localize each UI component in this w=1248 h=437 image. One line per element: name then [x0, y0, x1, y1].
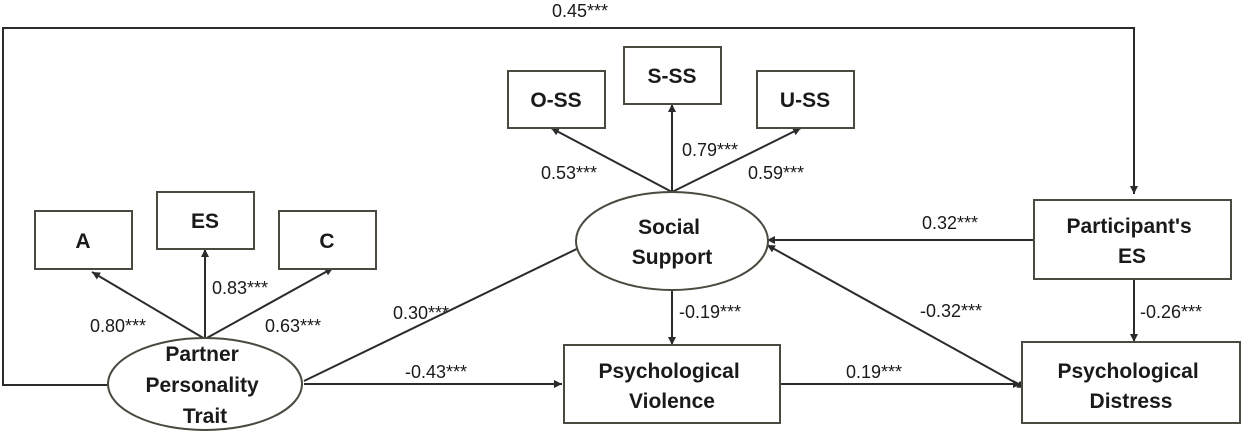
node-sss: S-SS — [623, 46, 722, 105]
edge-social-to-uss — [671, 127, 802, 193]
coef-social-to-uss: 0.59*** — [748, 163, 804, 183]
edges — [2, 27, 1138, 389]
node-psychological-violence: Psychological Violence — [563, 344, 781, 424]
coef-partner-to-social: 0.30*** — [393, 303, 449, 323]
node-es: ES — [156, 191, 255, 250]
node-social-label-line-2: Support — [632, 246, 712, 269]
node-social-label-line-1: Social — [638, 216, 700, 239]
node-uss-label: U-SS — [780, 89, 830, 112]
coef-social-to-sss: 0.79*** — [682, 140, 738, 160]
node-oss: O-SS — [507, 70, 606, 129]
edge-partner-to-social — [303, 243, 588, 382]
node-a: A — [34, 210, 133, 270]
edge-social-to-oss — [550, 127, 673, 193]
edge-social-to-distress — [766, 244, 1026, 389]
node-social-label: Social Support — [632, 216, 712, 269]
coef-partner-to-violence: -0.43*** — [405, 362, 467, 382]
node-oss-label: O-SS — [530, 89, 581, 112]
node-violence-label-line-2: Violence — [629, 390, 715, 413]
node-distress-label: Psychological Distress — [1057, 360, 1204, 413]
coef-participant-to-distress: -0.26*** — [1140, 302, 1202, 322]
node-c-label: C — [319, 230, 334, 253]
node-violence-label: Psychological Violence — [598, 360, 745, 413]
node-social-support: Social Support — [575, 191, 769, 291]
coef-top-path: 0.45*** — [552, 1, 608, 21]
edge-partner-to-a — [91, 271, 206, 340]
coef-partner-to-a: 0.80*** — [90, 316, 146, 336]
node-psychological-distress: Psychological Distress — [1021, 341, 1241, 424]
node-participant-label-line-2: ES — [1118, 245, 1146, 268]
edge-partner-to-participant-es — [2, 27, 1138, 386]
node-sss-label: S-SS — [647, 65, 696, 88]
coef-partner-to-c: 0.63*** — [265, 316, 321, 336]
node-partner-personality-trait: Partner Personality Trait — [107, 337, 303, 431]
coef-partner-to-es: 0.83*** — [212, 278, 268, 298]
node-es-label: ES — [191, 210, 219, 233]
node-partner-label-line-1: Partner — [165, 343, 239, 366]
coefficient-labels: 0.45*** 0.80*** 0.83*** 0.63*** 0.53*** … — [90, 1, 1202, 382]
coef-social-to-distress: -0.32*** — [920, 301, 982, 321]
node-partner-label-line-3: Trait — [183, 405, 227, 428]
node-partner-label: Partner Personality Trait — [145, 343, 264, 428]
node-partner-label-line-2: Personality — [145, 374, 259, 397]
node-uss: U-SS — [756, 70, 855, 129]
coef-social-to-violence: -0.19*** — [679, 302, 741, 322]
node-distress-label-line-1: Psychological — [1057, 360, 1198, 383]
node-violence-label-line-1: Psychological — [598, 360, 739, 383]
node-a-label: A — [75, 230, 90, 253]
node-participant-label-line-1: Participant's — [1066, 215, 1191, 238]
coef-violence-to-distress: 0.19*** — [846, 362, 902, 382]
node-participant-label: Participant's ES — [1066, 215, 1197, 268]
node-participant-es: Participant's ES — [1033, 199, 1232, 280]
node-c: C — [278, 210, 377, 270]
coef-social-to-oss: 0.53*** — [541, 163, 597, 183]
node-distress-label-line-2: Distress — [1090, 390, 1173, 413]
edge-partner-to-c — [204, 267, 334, 340]
coef-participant-to-social: 0.32*** — [922, 213, 978, 233]
